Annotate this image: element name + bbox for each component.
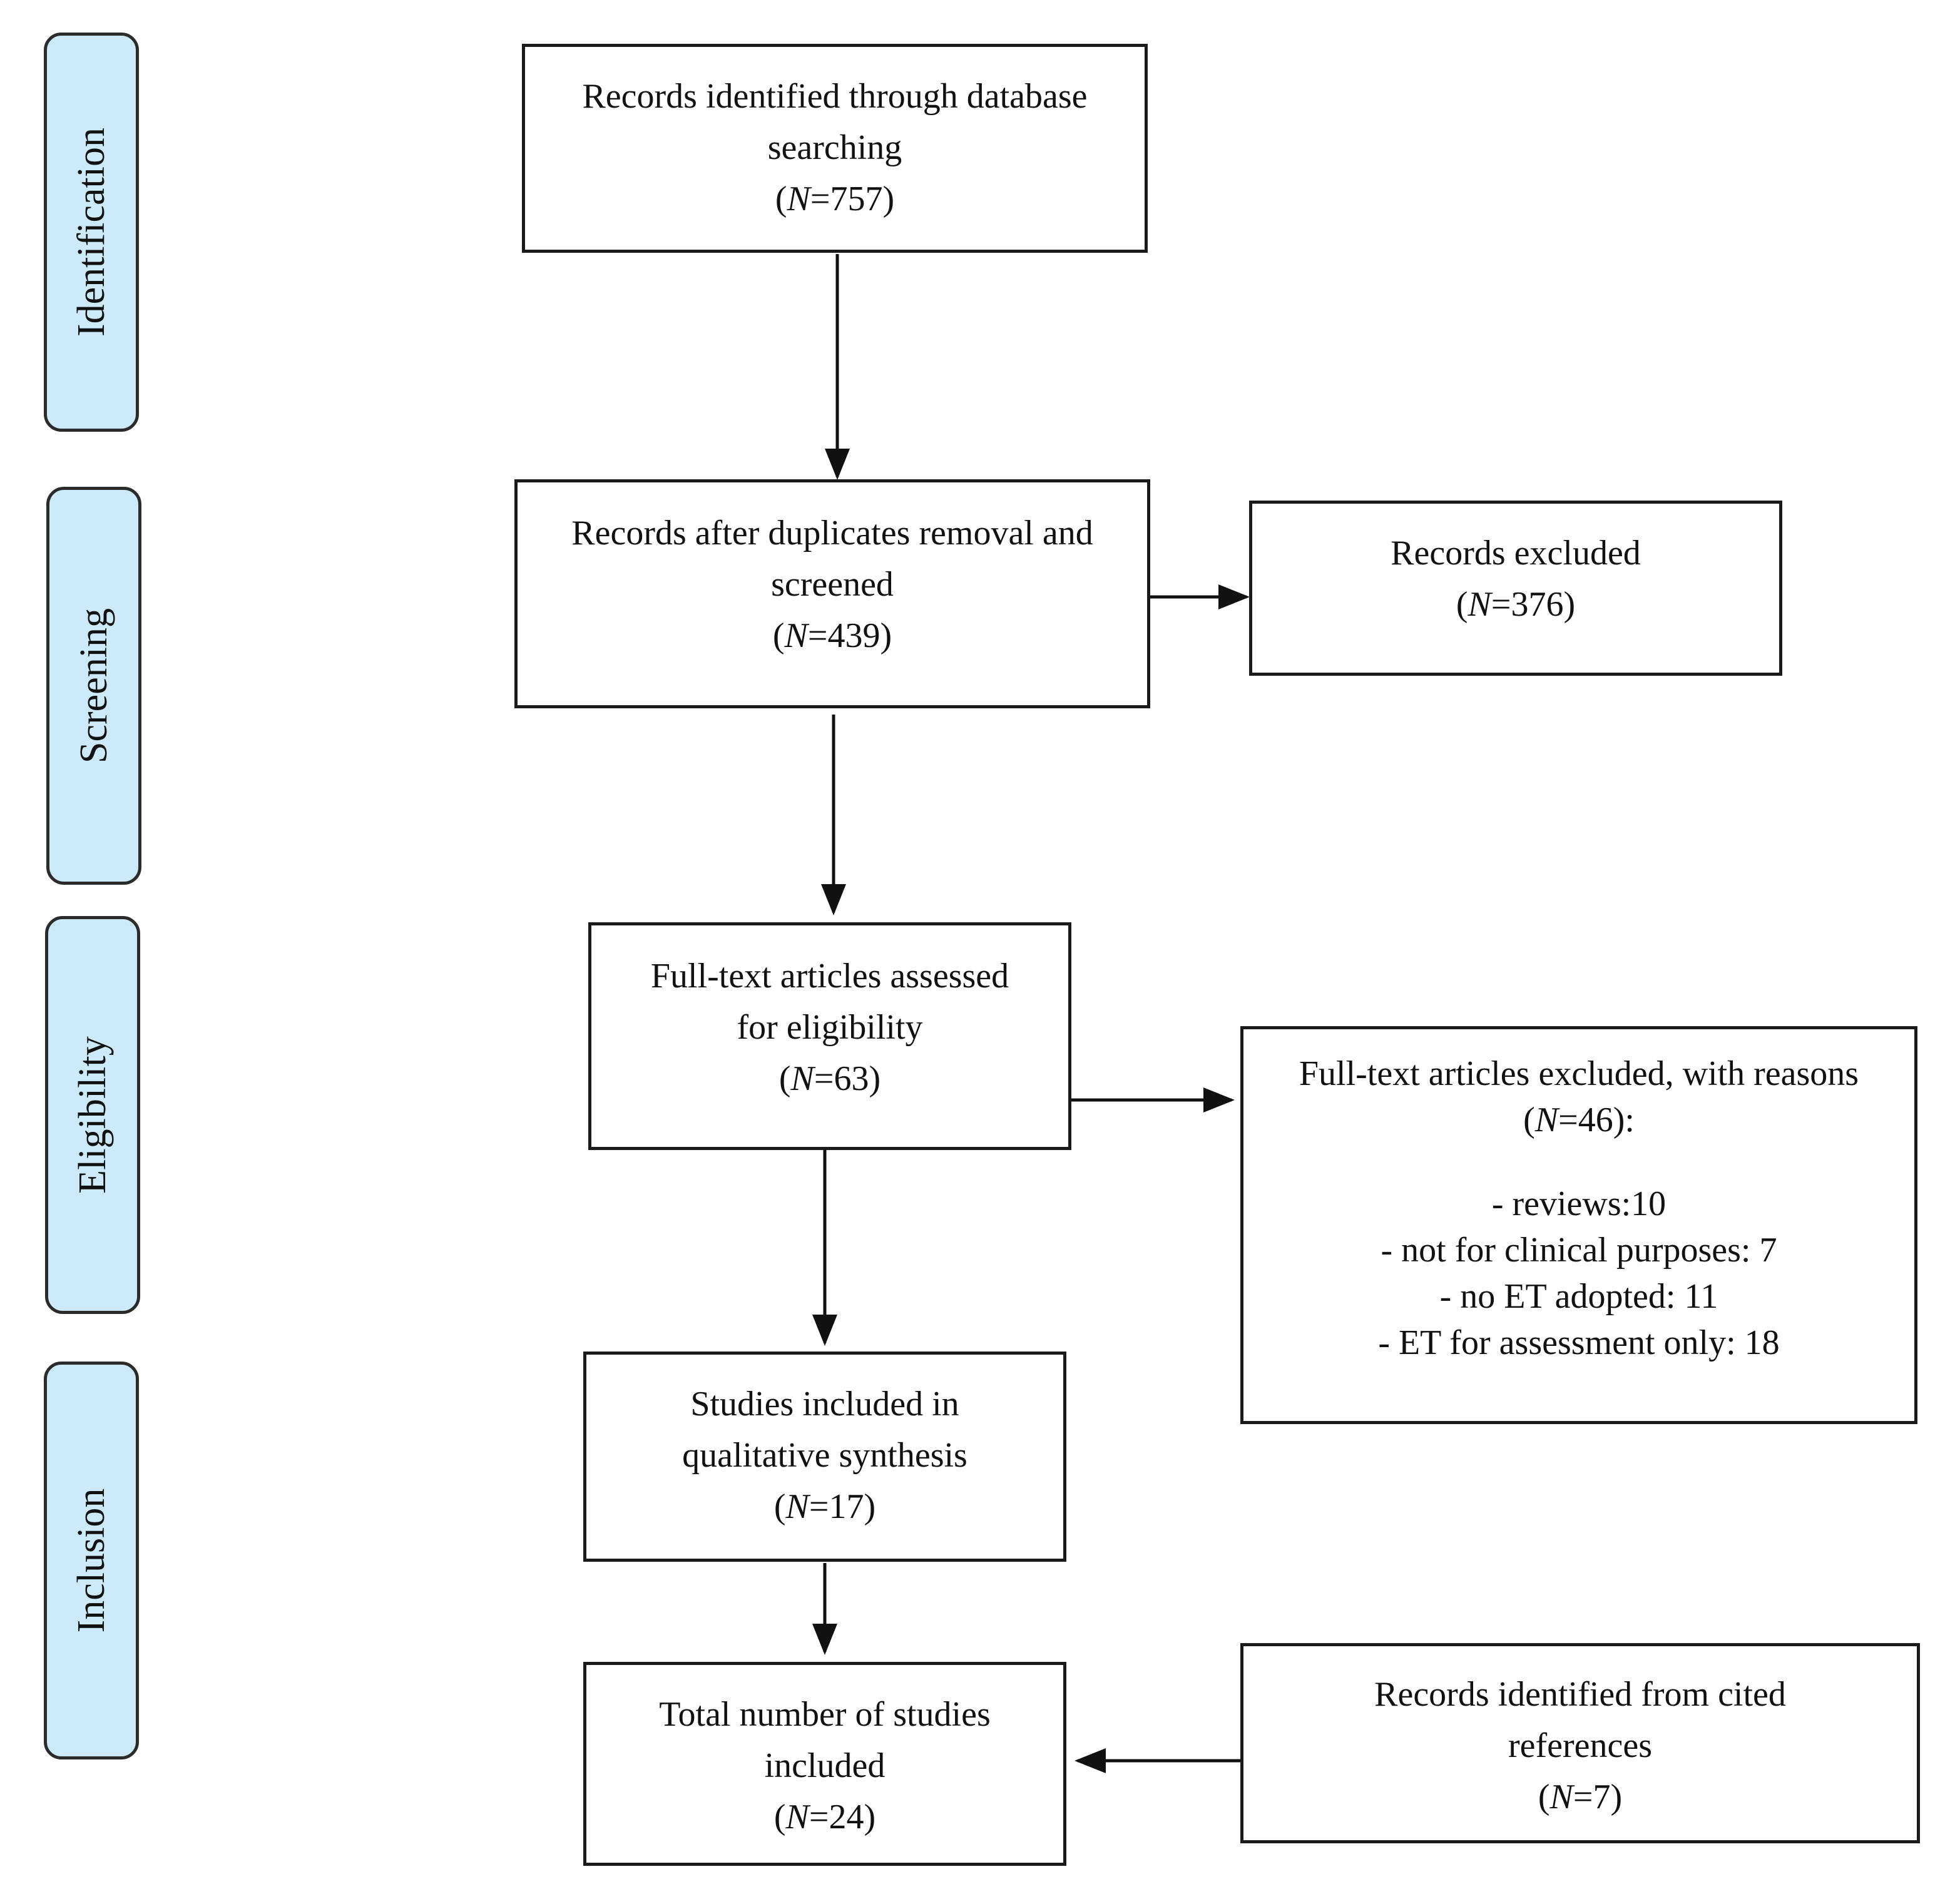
box-line: Records after duplicates removal and xyxy=(571,514,1093,552)
box-records-identified: Records identified through database sear… xyxy=(522,44,1148,253)
exclusion-reason: - no ET adopted: 11 xyxy=(1439,1277,1718,1316)
phase-identification: Identification xyxy=(44,33,139,432)
box-count: (N=757) xyxy=(775,180,895,218)
box-line: Total number of studies xyxy=(659,1695,991,1734)
box-count: (N=24) xyxy=(773,1798,876,1836)
box-line: Records excluded xyxy=(1391,534,1641,573)
box-line: Records identified through database xyxy=(582,77,1088,116)
box-count: (N=46): xyxy=(1523,1101,1635,1139)
phase-inclusion: Inclusion xyxy=(44,1362,139,1759)
box-total-included: Total number of studies included (N=24) xyxy=(583,1662,1066,1866)
box-line: screened xyxy=(771,565,894,604)
box-fulltext-excluded: Full-text articles excluded, with reason… xyxy=(1240,1026,1917,1424)
box-line: Records identified from cited xyxy=(1374,1675,1786,1714)
box-fulltext-assessed: Full-text articles assessed for eligibil… xyxy=(588,922,1071,1150)
box-cited-references: Records identified from cited references… xyxy=(1240,1643,1920,1843)
box-line: Studies included in xyxy=(690,1385,959,1423)
box-line: references xyxy=(1508,1726,1652,1765)
box-qualitative-synthesis: Studies included in qualitative synthesi… xyxy=(583,1352,1066,1562)
exclusion-reason: - not for clinical purposes: 7 xyxy=(1381,1231,1777,1270)
phase-screening: Screening xyxy=(46,487,141,885)
box-line: Full-text articles assessed xyxy=(650,957,1009,995)
box-count: (N=439) xyxy=(772,616,892,655)
exclusion-reason: - ET for assessment only: 18 xyxy=(1378,1323,1780,1362)
box-records-screened: Records after duplicates removal and scr… xyxy=(514,479,1150,708)
box-count: (N=376) xyxy=(1456,585,1576,624)
box-records-excluded: Records excluded (N=376) xyxy=(1249,501,1782,676)
box-count: (N=63) xyxy=(778,1059,881,1098)
box-line: qualitative synthesis xyxy=(682,1436,967,1475)
box-line: Full-text articles excluded, with reason… xyxy=(1299,1054,1859,1093)
box-line: included xyxy=(764,1746,886,1785)
box-line: for eligibility xyxy=(737,1008,923,1047)
box-line: searching xyxy=(767,128,902,167)
exclusion-reason: - reviews:10 xyxy=(1491,1184,1667,1223)
phase-eligibility: Eligibility xyxy=(45,916,140,1314)
box-count: (N=17) xyxy=(773,1487,876,1526)
box-count: (N=7) xyxy=(1538,1778,1623,1816)
